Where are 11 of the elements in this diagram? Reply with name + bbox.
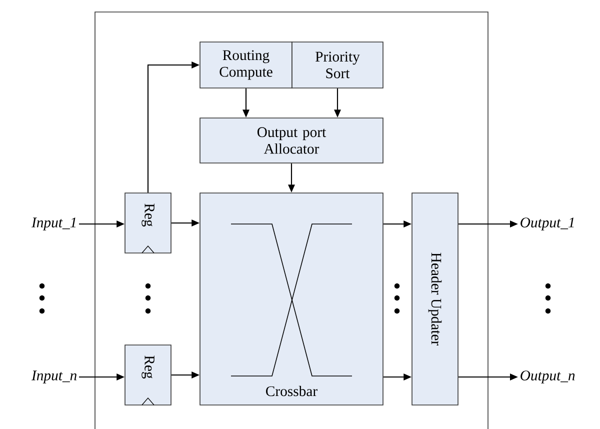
process-box: Output port Allocator	[200, 118, 384, 164]
process-box: Routing Compute	[200, 42, 292, 88]
register-box: Reg	[124, 192, 172, 254]
header-updater-box: Header Updater	[412, 192, 458, 406]
input-label: Input_1	[31, 218, 76, 230]
output-label: Output_n	[520, 370, 575, 384]
crossbar-box: Crossbar	[200, 192, 384, 406]
input-label: Input_n	[31, 370, 77, 384]
process-box: Priority Sort	[292, 42, 384, 88]
register-box: Reg	[124, 344, 172, 406]
output-label: Output_1	[520, 218, 574, 230]
